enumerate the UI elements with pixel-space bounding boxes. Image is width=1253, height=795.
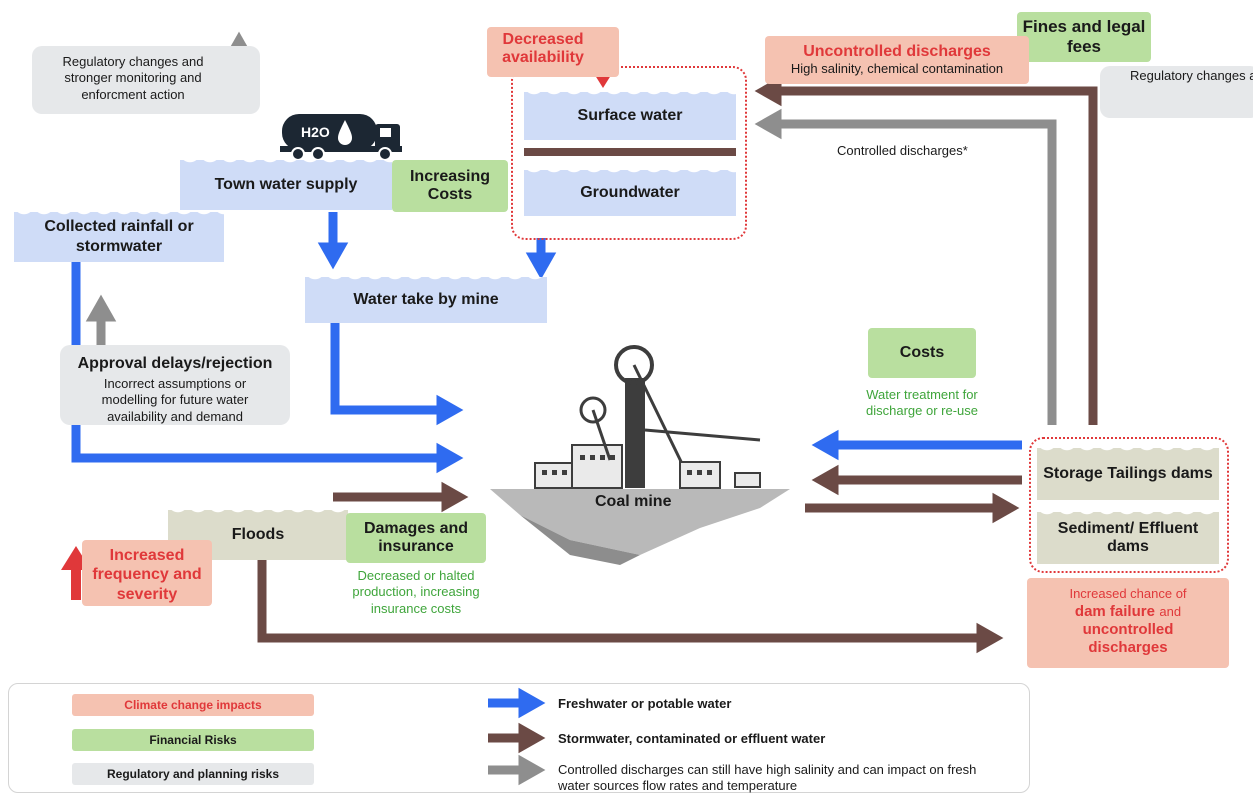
uncontrolled-discharges-subtitle: High salinity, chemical contamination xyxy=(790,61,1004,76)
coal-mine-label: Coal mine xyxy=(595,493,672,510)
uncontrolled-discharges-title: Uncontrolled discharges xyxy=(803,43,991,60)
dam-failure-line1: Increased chance of xyxy=(1069,586,1187,601)
fines-legal-fees: Fines and legal fees xyxy=(1017,12,1151,62)
water-sources-group xyxy=(511,66,747,240)
arrow-controlled-discharge xyxy=(754,108,1057,425)
water-take-by-mine: Water take by mine xyxy=(305,277,547,323)
dams-group xyxy=(1029,437,1229,573)
legend-stormwater-label: Stormwater, contaminated or effluent wat… xyxy=(558,731,826,746)
decreased-availability: Decreased availability xyxy=(487,27,619,77)
damages-insurance: Damages and insurance xyxy=(346,513,486,563)
approval-delays-title: Approval delays/rejection xyxy=(77,355,273,372)
surface-water: Surface water xyxy=(524,92,736,140)
uncontrolled-discharges: Uncontrolled discharges High salinity, c… xyxy=(765,36,1029,84)
legend-regulatory-chip: Regulatory and planning risks xyxy=(72,763,314,785)
groundwater: Groundwater xyxy=(524,170,736,216)
approval-delays-subtitle: Incorrect assumptions or modelling for f… xyxy=(101,376,249,424)
collected-rainfall: Collected rainfall or stormwater xyxy=(14,212,224,262)
arrow-floods-to-dams xyxy=(257,560,1004,654)
dam-failure-risk: Increased chance of dam failure and unco… xyxy=(1027,578,1229,668)
arrow-watertake-to-mine xyxy=(330,320,464,426)
water-treatment-note: Water treatment for discharge or re-use xyxy=(866,387,978,419)
water-divider xyxy=(524,148,736,156)
sediment-effluent-dams: Sediment/ Effluent dams xyxy=(1037,512,1219,564)
controlled-discharges-label: Controlled discharges* xyxy=(837,143,968,158)
dam-failure-and: and xyxy=(1159,603,1182,619)
legend-freshwater-label: Freshwater or potable water xyxy=(558,696,732,711)
costs: Costs xyxy=(868,328,976,378)
arrow-rainfall-to-mine xyxy=(71,262,464,474)
increasing-costs: Increasing Costs xyxy=(392,160,508,212)
storage-tailings-dams: Storage Tailings dams xyxy=(1037,448,1219,500)
increased-frequency: Increased frequency and severity xyxy=(82,540,212,606)
regulatory-risk-left: Regulatory changes and stronger monitori… xyxy=(32,46,260,114)
town-water-supply: Town water supply xyxy=(180,160,392,210)
dam-failure-uncontrolled: uncontrolled discharges xyxy=(1082,620,1174,656)
damages-note: Decreased or halted production, increasi… xyxy=(352,568,480,616)
legend-climate-chip: Climate change impacts xyxy=(72,694,314,716)
legend-financial-chip: Financial Risks xyxy=(72,729,314,751)
floods: Floods xyxy=(168,510,348,560)
legend xyxy=(8,683,1030,793)
regulatory-risk-right: Regulatory changes and stronger monitori… xyxy=(1100,66,1253,118)
dam-failure-emphasis: dam failure xyxy=(1074,602,1155,620)
legend-controlled-label: Controlled discharges can still have hig… xyxy=(558,762,977,794)
approval-delays: Approval delays/rejection Incorrect assu… xyxy=(60,345,290,425)
arrow-uncontrolled-discharge xyxy=(754,75,1098,425)
